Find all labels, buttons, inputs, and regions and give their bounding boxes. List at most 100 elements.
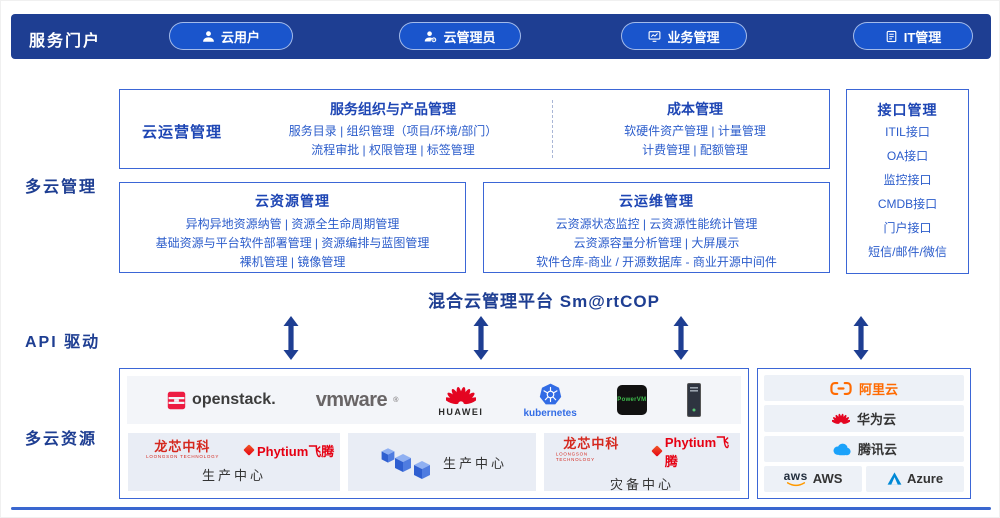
group-title: 成本管理 bbox=[667, 101, 723, 117]
interface-item: 门户接口 bbox=[883, 221, 932, 235]
feature-line: 裸机管理 | 镜像管理 bbox=[239, 255, 346, 269]
huawei-cloud-label: 华为云 bbox=[856, 411, 896, 427]
box-title: 云资源管理 bbox=[255, 193, 330, 209]
center-label: 灾备中心 bbox=[609, 476, 674, 492]
pill-cloud-user[interactable]: 云用户 bbox=[169, 22, 293, 50]
brand-row: 龙芯中科 LOONGSON TECHNOLOGY Phytium飞腾 bbox=[544, 432, 740, 470]
bottom-accent-line bbox=[11, 507, 991, 510]
powervm-logo: PowerVM bbox=[616, 385, 647, 415]
center-label: 生产中心 bbox=[442, 455, 507, 471]
openstack-icon bbox=[167, 391, 186, 409]
pill-cloud-admin[interactable]: 云管理员 bbox=[399, 22, 521, 50]
huawei-logo: HUAWEI bbox=[438, 384, 483, 417]
disaster-recovery-center: 龙芯中科 LOONGSON TECHNOLOGY Phytium飞腾 灾备中心 bbox=[544, 432, 740, 492]
powervm-wordmark: PowerVM bbox=[617, 397, 647, 403]
huawei-cloud-icon bbox=[831, 413, 850, 424]
pill-label: IT管理 bbox=[903, 29, 942, 45]
loongson-logo: 龙芯中科 LOONGSON TECHNOLOGY bbox=[555, 435, 620, 463]
box-title: 云运营管理 bbox=[142, 124, 223, 141]
alibaba-cloud-row: 阿里云 bbox=[764, 375, 964, 402]
cubes-icon bbox=[381, 448, 430, 479]
pill-business-management[interactable]: 业务管理 bbox=[621, 22, 747, 50]
tencent-cloud-row: 腾讯云 bbox=[764, 435, 964, 462]
pill-label: 云用户 bbox=[220, 29, 260, 45]
alibaba-cloud-icon bbox=[830, 381, 852, 395]
production-center-1: 龙芯中科 LOONGSON TECHNOLOGY Phytium飞腾 生产中心 bbox=[128, 433, 340, 491]
azure-logo-icon bbox=[887, 472, 902, 485]
aws-logo: aws bbox=[784, 470, 808, 487]
aws-smile-icon bbox=[786, 482, 805, 487]
double-arrow-icon bbox=[673, 316, 689, 360]
aws-label: AWS bbox=[812, 471, 843, 487]
phytium-logo: Phytium飞腾 bbox=[651, 432, 740, 470]
brand-row: 龙芯中科 LOONGSON TECHNOLOGY Phytium飞腾 bbox=[134, 439, 334, 461]
cost-management-group: 成本管理 软硬件资产管理 | 计量管理 计费管理 | 配额管理 bbox=[573, 99, 817, 160]
portal-band: 服务门户 云用户 云管理员 业务管理 IT管理 bbox=[11, 14, 991, 59]
group-title: 服务组织与产品管理 bbox=[330, 101, 456, 117]
interface-item: OA接口 bbox=[886, 149, 929, 163]
aws-azure-row: aws AWS Azure bbox=[764, 465, 964, 492]
business-management-icon bbox=[649, 30, 661, 42]
interface-item: CMDB接口 bbox=[877, 197, 938, 211]
feature-line: 流程审批 | 权限管理 | 标签管理 bbox=[311, 143, 475, 157]
registered-mark: ® bbox=[393, 396, 399, 404]
loongson-logo: 龙芯中科 LOONGSON TECHNOLOGY bbox=[145, 439, 219, 460]
double-arrow-icon bbox=[283, 316, 299, 360]
server-icon bbox=[686, 383, 701, 417]
double-arrow-icon bbox=[473, 316, 489, 360]
feature-line: 云资源容量分析管理 | 大屏展示 bbox=[573, 236, 740, 250]
admin-user-icon bbox=[425, 30, 437, 42]
production-center-2: 生产中心 bbox=[348, 433, 536, 491]
service-org-product-group: 服务组织与产品管理 服务目录 | 组织管理（项目/环境/部门） 流程审批 | 权… bbox=[248, 99, 538, 160]
huawei-flower-icon bbox=[445, 386, 476, 404]
pill-label: 业务管理 bbox=[667, 29, 720, 45]
user-icon bbox=[203, 30, 214, 42]
interface-management-box: 接口管理 ITIL接口 OA接口 监控接口 CMDB接口 门户接口 短信/邮件/… bbox=[846, 89, 969, 274]
tencent-cloud-label: 腾讯云 bbox=[857, 442, 897, 458]
azure-label: Azure bbox=[906, 471, 944, 487]
feature-line: 软硬件资产管理 | 计量管理 bbox=[624, 124, 766, 138]
interface-item: 监控接口 bbox=[883, 173, 932, 187]
phytium-logo: Phytium飞腾 bbox=[243, 441, 334, 460]
tencent-cloud-icon bbox=[833, 443, 851, 455]
multicloud-management-label: 多云管理 bbox=[25, 179, 98, 196]
multicloud-resources-label: 多云资源 bbox=[25, 431, 98, 448]
pill-label: 云管理员 bbox=[443, 29, 496, 45]
kubernetes-icon bbox=[539, 383, 561, 404]
center-label: 生产中心 bbox=[201, 467, 266, 483]
vmware-wordmark: vmware bbox=[315, 388, 388, 411]
platform-title: 混合云管理平台 Sm@rtCOP bbox=[428, 292, 660, 311]
pill-it-management[interactable]: IT管理 bbox=[853, 22, 973, 50]
portal-label: 服务门户 bbox=[29, 33, 102, 50]
openstack-logo: openstack. bbox=[167, 391, 276, 410]
vendor-logo-strip: openstack. vmware ® HUAWEI kubernetes Po… bbox=[127, 376, 741, 424]
cloud-resource-management-box: 云资源管理 异构异地资源纳管 | 资源全生命周期管理 基础资源与平台软件部署管理… bbox=[119, 182, 466, 273]
alibaba-cloud-label: 阿里云 bbox=[858, 381, 898, 397]
interface-item: 短信/邮件/微信 bbox=[868, 245, 947, 259]
openstack-wordmark: openstack. bbox=[192, 391, 276, 408]
feature-line: 服务目录 | 组织管理（项目/环境/部门） bbox=[288, 124, 498, 138]
huawei-wordmark: HUAWEI bbox=[438, 406, 484, 417]
it-management-icon bbox=[886, 30, 897, 42]
interface-item: ITIL接口 bbox=[885, 125, 930, 139]
kubernetes-logo: kubernetes bbox=[523, 382, 577, 419]
double-arrow-icon bbox=[853, 316, 869, 360]
kubernetes-wordmark: kubernetes bbox=[523, 407, 577, 419]
dashed-divider bbox=[552, 100, 553, 158]
feature-line: 异构异地资源纳管 | 资源全生命周期管理 bbox=[185, 217, 400, 231]
vmware-logo: vmware ® bbox=[316, 389, 399, 412]
onprem-resources-box: openstack. vmware ® HUAWEI kubernetes Po… bbox=[119, 368, 749, 499]
feature-line: 云资源状态监控 | 云资源性能统计管理 bbox=[555, 217, 758, 231]
box-title: 云运维管理 bbox=[619, 193, 694, 209]
phytium-diamond-icon bbox=[651, 444, 663, 457]
feature-line: 基础资源与平台软件部署管理 | 资源编排与蓝图管理 bbox=[155, 236, 430, 250]
box-title: 接口管理 bbox=[877, 102, 938, 118]
feature-line: 软件仓库-商业 / 开源数据库 - 商业开源中间件 bbox=[536, 255, 777, 269]
public-clouds-box: 阿里云 华为云 腾讯云 aws AWS Azure bbox=[757, 368, 971, 499]
api-driven-label: API 驱动 bbox=[25, 334, 101, 351]
huawei-cloud-row: 华为云 bbox=[764, 405, 964, 432]
aws-cell: aws AWS bbox=[764, 465, 862, 492]
azure-cell: Azure bbox=[866, 465, 964, 492]
phytium-diamond-icon bbox=[243, 444, 255, 457]
